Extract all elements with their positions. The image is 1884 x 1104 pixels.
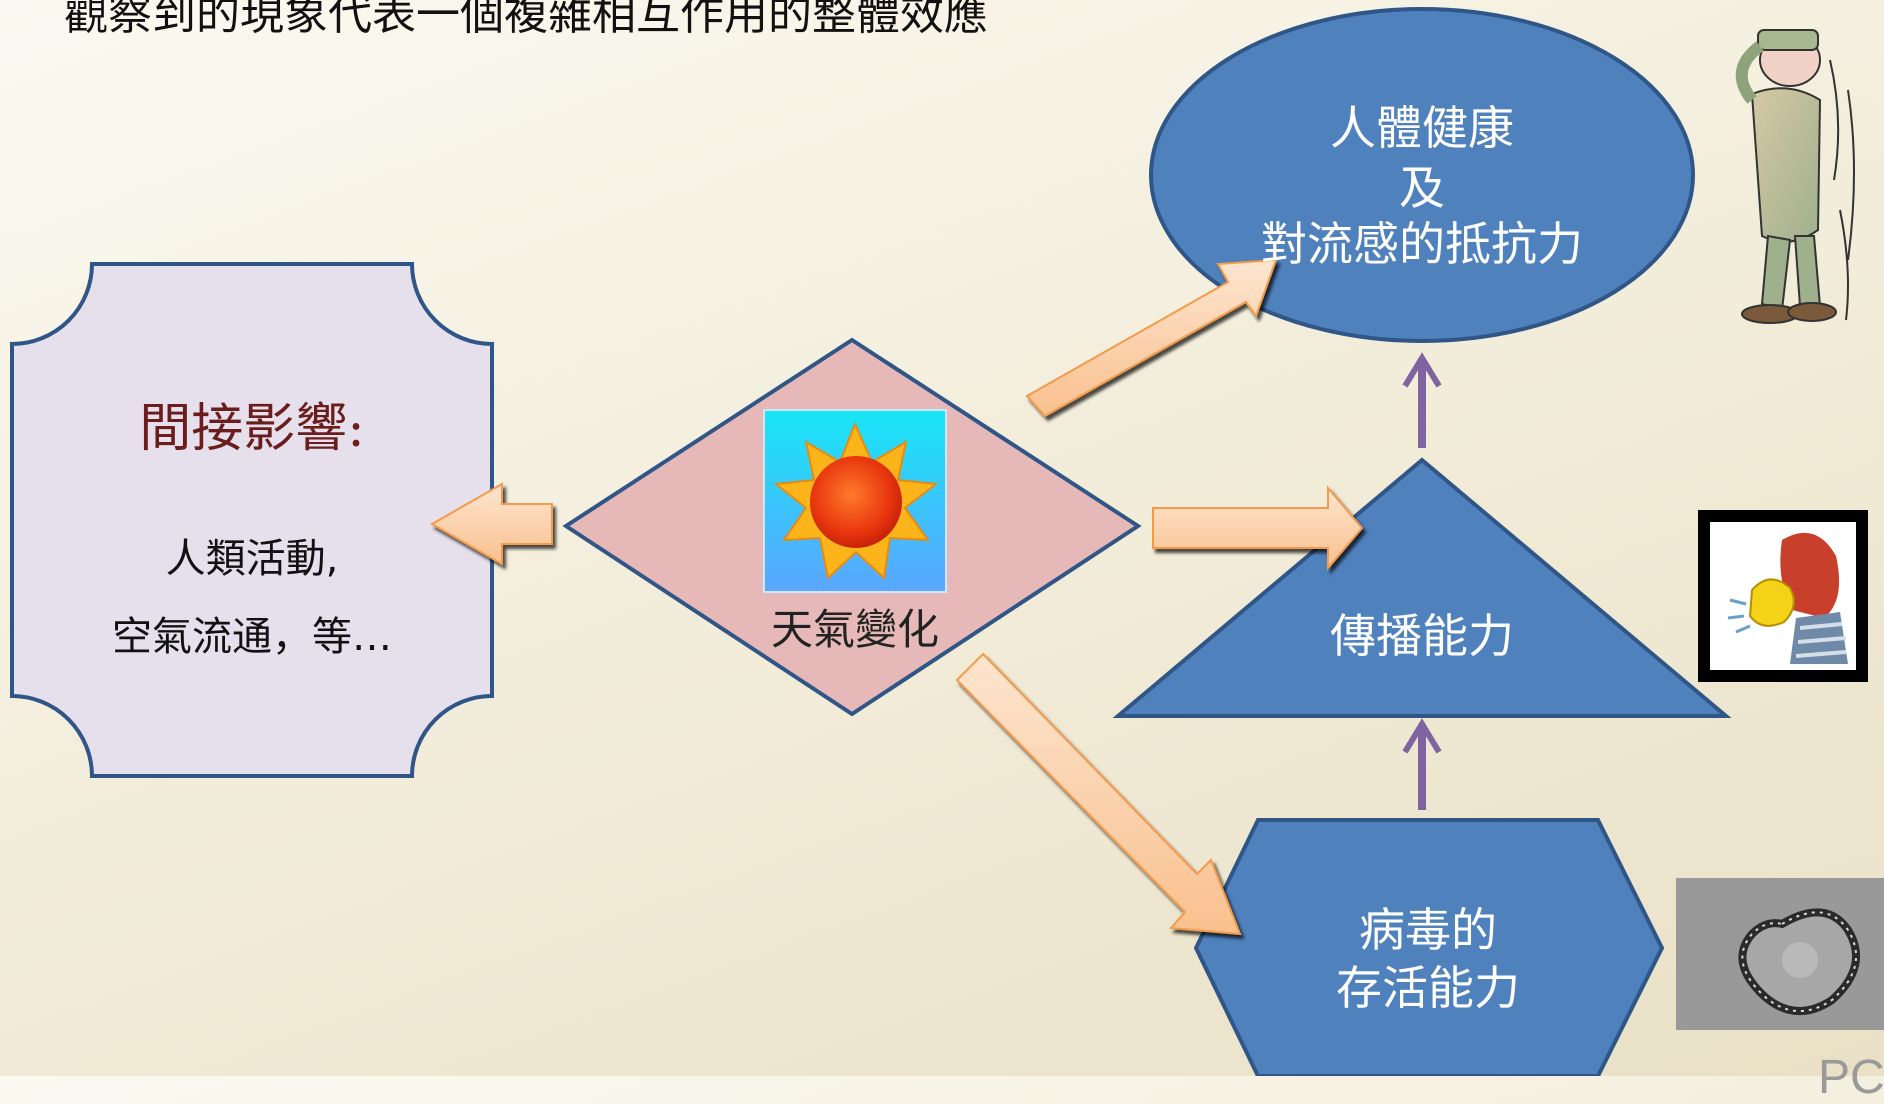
arrow-to-virus	[955, 652, 1242, 936]
weather-label: 天氣變化	[770, 605, 939, 654]
weather-influence-diagram	[10, 7, 1884, 1076]
slide-top-text: 觀察到的現象代表一個複雜相互作用的整體效應	[64, 0, 988, 40]
virus-label-line2: 存活能力	[1336, 961, 1520, 1015]
indirect-effects-title: 間接影響:	[139, 399, 365, 459]
virus-hexagon	[1193, 818, 1665, 1076]
health-ellipse	[1149, 7, 1695, 343]
health-label-line1: 人體健康	[1330, 101, 1514, 155]
arrow-to-transmission	[1152, 485, 1364, 571]
soldier-cartoon-icon	[1735, 29, 1855, 324]
health-label-line2: 及	[1399, 161, 1445, 215]
arrow-to-health	[1025, 258, 1278, 418]
page-number: PC	[1818, 1051, 1884, 1104]
arrow-virus-to-transmission	[1402, 718, 1442, 810]
indirect-effects-line1: 人類活動,	[165, 536, 339, 582]
transmission-label: 傳播能力	[1330, 609, 1514, 663]
virus-label-line1: 病毒的	[1359, 903, 1497, 957]
health-label-line3: 對流感的抵抗力	[1261, 217, 1583, 271]
sneezing-person-icon	[1698, 510, 1868, 682]
transmission-triangle	[1112, 457, 1732, 718]
sun-icon	[763, 409, 947, 593]
arrow-to-indirect	[429, 482, 553, 566]
indirect-effects-box	[10, 262, 494, 778]
indirect-effects-line2: 空氣流通，等…	[112, 614, 392, 660]
arrow-transmission-to-health	[1402, 352, 1442, 448]
virus-micrograph-icon	[1676, 878, 1884, 1030]
